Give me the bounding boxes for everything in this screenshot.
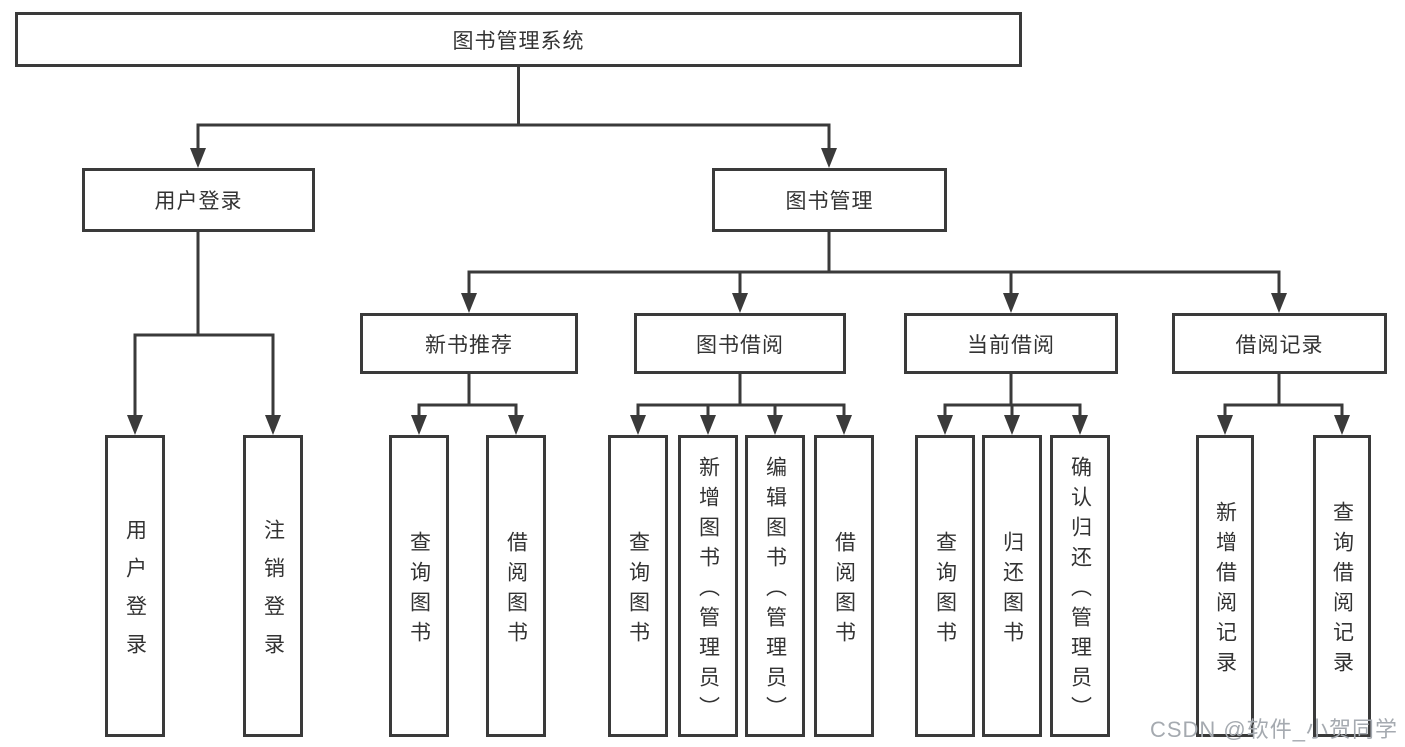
arrow-icon: [767, 415, 783, 435]
node-root: 图书管理系统: [15, 12, 1022, 67]
arrow-icon: [127, 415, 143, 435]
leaf-borrow-books-1: 借阅图书: [486, 435, 546, 737]
leaf-add-books-admin: 新增图书（管理员）: [678, 435, 738, 737]
arrow-icon: [836, 415, 852, 435]
connector-current-borrowing-children: [943, 372, 1082, 424]
arrow-icon: [700, 415, 716, 435]
arrow-icon: [1004, 415, 1020, 435]
node-new-book-recommend: 新书推荐: [360, 313, 578, 374]
connector-new-book-children: [417, 372, 518, 424]
arrowheads: [127, 148, 1350, 435]
arrow-icon: [1271, 293, 1287, 313]
node-borrowing-records: 借阅记录: [1172, 313, 1387, 374]
arrow-icon: [1217, 415, 1233, 435]
connector-user-login-children: [133, 230, 275, 424]
csdn-watermark: CSDN @软件_小贺同学: [1149, 717, 1398, 742]
connector-borrowing-records-children: [1223, 372, 1344, 424]
arrow-icon: [937, 415, 953, 435]
leaf-user-login: 用户登录: [105, 435, 165, 737]
node-book-management: 图书管理: [712, 168, 947, 232]
leaf-add-borrow-record: 新增借阅记录: [1196, 435, 1254, 737]
node-user-login: 用户登录: [82, 168, 315, 232]
arrow-icon: [265, 415, 281, 435]
arrow-icon: [411, 415, 427, 435]
arrow-icon: [821, 148, 837, 168]
leaf-logout: 注销登录: [243, 435, 303, 737]
connector-book-borrowing-children: [636, 372, 846, 424]
node-book-borrowing: 图书借阅: [634, 313, 846, 374]
arrow-icon: [508, 415, 524, 435]
connector-book-management-children: [467, 230, 1281, 302]
arrow-icon: [1334, 415, 1350, 435]
arrow-icon: [461, 293, 477, 313]
leaf-confirm-return-admin: 确认归还（管理员）: [1050, 435, 1110, 737]
leaf-return-books: 归还图书: [982, 435, 1042, 737]
leaf-query-books-2: 查询图书: [608, 435, 668, 737]
leaf-edit-books-admin: 编辑图书（管理员）: [745, 435, 805, 737]
arrow-icon: [190, 148, 206, 168]
leaf-query-books-3: 查询图书: [915, 435, 975, 737]
node-current-borrowing: 当前借阅: [904, 313, 1118, 374]
leaf-borrow-books-2: 借阅图书: [814, 435, 874, 737]
arrow-icon: [1072, 415, 1088, 435]
arrow-icon: [1003, 293, 1019, 313]
arrow-icon: [732, 293, 748, 313]
leaf-query-books-1: 查询图书: [389, 435, 449, 737]
connector-root-to-level2: [196, 65, 831, 157]
arrow-icon: [630, 415, 646, 435]
leaf-query-borrow-record: 查询借阅记录: [1313, 435, 1371, 737]
